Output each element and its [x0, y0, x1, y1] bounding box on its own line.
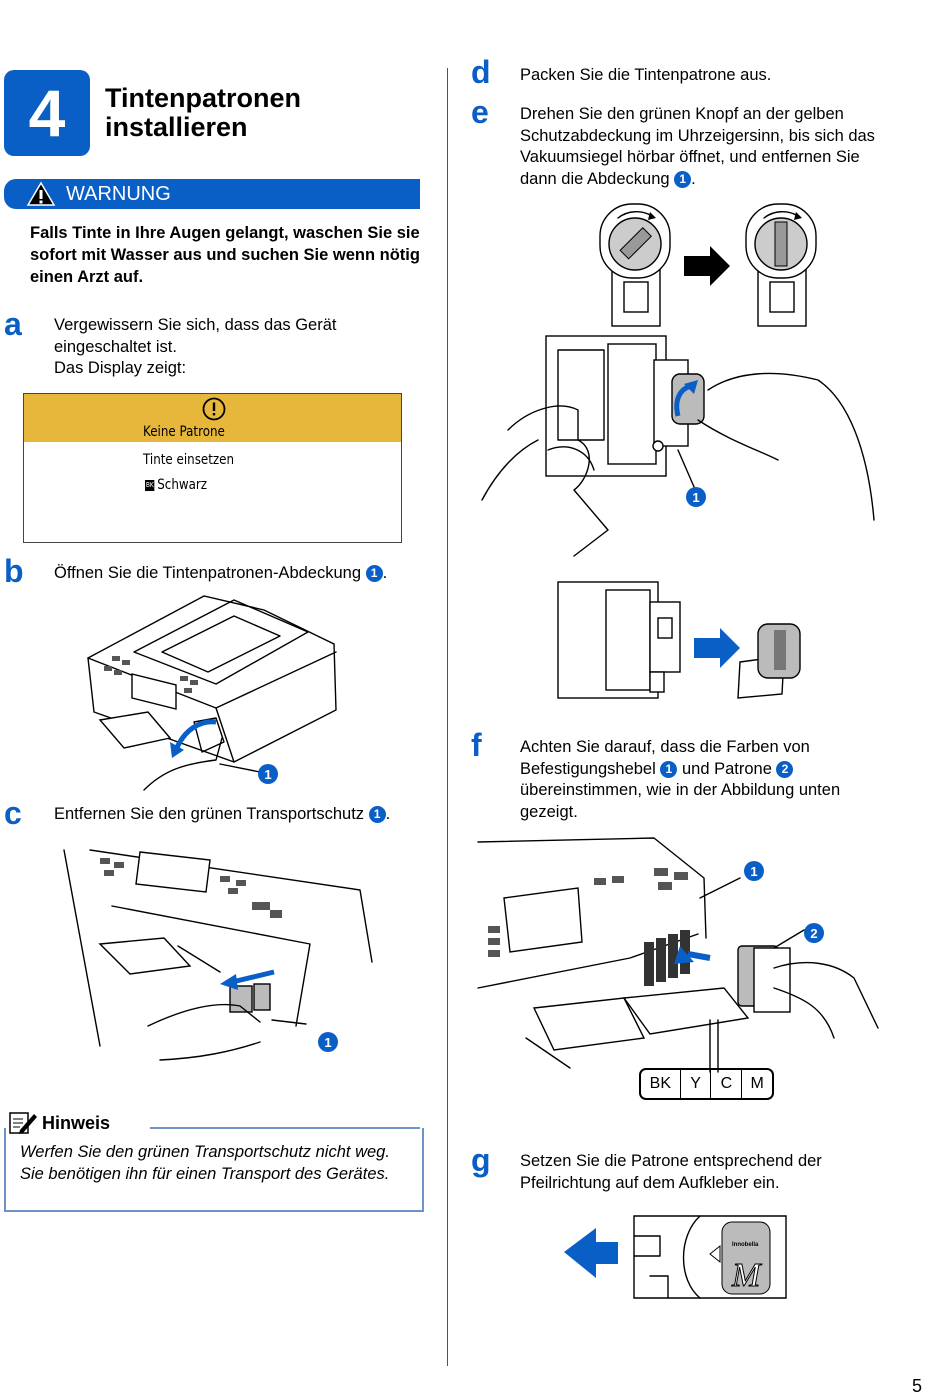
step-letter-e: e — [471, 94, 489, 130]
color-order-label: BK Y C M — [639, 1068, 774, 1100]
color-cell-c: C — [711, 1070, 743, 1098]
brand-label: Innobella — [732, 1242, 759, 1248]
step-f-text-3: übereinstimmen, wie in der Abbildung unt… — [520, 781, 841, 821]
step-c-end: . — [385, 805, 391, 823]
step-e-text: Drehen Sie den grünen Knopf an der gelbe… — [520, 104, 900, 190]
page-number: 5 — [912, 1376, 923, 1396]
step-a-text: Vergewissern Sie sich, dass das Gerät ei… — [54, 315, 394, 380]
ref-1-icon: 1 — [368, 806, 386, 824]
lcd-header — [24, 394, 401, 442]
note-title: Hinweis — [42, 1112, 111, 1133]
cartridge-arrow-label-illustration: Innobella M — [564, 1215, 787, 1299]
callout-1-f: 1 — [744, 861, 764, 881]
step-f-text-2: und Patrone — [681, 759, 772, 778]
lcd-display: Keine Patrone Tinte einsetzen BK Schwarz — [23, 393, 402, 543]
column-divider — [447, 68, 448, 1366]
step-f-text: Achten Sie darauf, dass die Farben von B… — [520, 737, 900, 823]
callout-1-c: 1 — [318, 1032, 338, 1052]
bk-badge: BK — [145, 479, 155, 491]
ref-1-icon: 1 — [365, 565, 383, 583]
color-cell-m: M — [750, 1075, 764, 1092]
insert-cartridge-illustration — [477, 837, 879, 1073]
step-e-end: . — [691, 169, 696, 188]
warning-banner: WARNUNG — [4, 179, 420, 209]
cartridge-letter-label: M — [731, 1257, 762, 1294]
section-title: Tintenpatronen installieren — [105, 83, 302, 142]
cartridge-and-cover-illustration — [557, 581, 801, 699]
step-letter-f: f — [471, 727, 482, 763]
knob-rotation-illustration — [599, 203, 817, 327]
step-letter-b: b — [4, 553, 24, 589]
callout-1-b: 1 — [258, 764, 278, 784]
ref-1-icon: 1 — [674, 170, 692, 188]
note-rule — [150, 1127, 420, 1129]
lcd-line-1: Keine Patrone — [143, 424, 225, 440]
lcd-line-3-text: Schwarz — [157, 477, 208, 493]
step-b-text-main: Öffnen Sie die Tintenpatronen-Abdeckung — [54, 564, 361, 582]
warning-text: Falls Tinte in Ihre Augen gelangt, wasch… — [30, 224, 420, 286]
callout-2-f: 2 — [804, 923, 824, 943]
remove-cover-illustration — [481, 335, 875, 557]
step-c-text-main: Entfernen Sie den grünen Transportschutz — [54, 805, 365, 823]
step-f-text-1: Achten Sie darauf, dass die Farben von B… — [520, 738, 810, 778]
step-c-text: Entfernen Sie den grünen Transportschutz… — [54, 804, 434, 826]
ref-2-icon: 2 — [776, 760, 794, 778]
step-letter-a: a — [4, 306, 22, 342]
lcd-line-3: BK Schwarz — [145, 477, 207, 493]
note-header: Hinweis — [8, 1110, 110, 1136]
note-pencil-icon — [9, 1112, 37, 1134]
note-frame — [4, 1128, 424, 1212]
step-letter-d: d — [471, 54, 491, 90]
lcd-line-2: Tinte einsetzen — [143, 452, 234, 468]
step-number-badge: 4 — [4, 70, 90, 156]
color-cell-bk: BK — [641, 1070, 681, 1098]
warning-icon — [26, 181, 56, 206]
step-letter-c: c — [4, 795, 22, 831]
step-b-end: . — [382, 564, 388, 582]
color-cell-y: Y — [681, 1070, 712, 1098]
step-b-text: Öffnen Sie die Tintenpatronen-Abdeckung … — [54, 563, 434, 585]
note-text: Werfen Sie den grünen Transportschutz ni… — [20, 1143, 390, 1183]
callout-1-e: 1 — [686, 487, 706, 507]
ref-1-icon: 1 — [660, 760, 678, 778]
step-a-text-main: Vergewissern Sie sich, dass das Gerät ei… — [54, 316, 337, 356]
step-d-text: Packen Sie die Tintenpatrone aus. — [520, 66, 772, 84]
step-g-text: Setzen Sie die Patrone entsprechend der … — [520, 1152, 822, 1192]
printer-open-cover-illustration — [87, 595, 337, 791]
step-e-text-main: Drehen Sie den grünen Knopf an der gelbe… — [520, 105, 875, 188]
remove-transport-protection-illustration — [63, 849, 373, 1061]
exclamation-icon — [202, 397, 226, 421]
step-a-text-display: Das Display zeigt: — [54, 359, 187, 377]
step-letter-g: g — [471, 1142, 491, 1178]
warning-label: WARNUNG — [66, 182, 171, 205]
